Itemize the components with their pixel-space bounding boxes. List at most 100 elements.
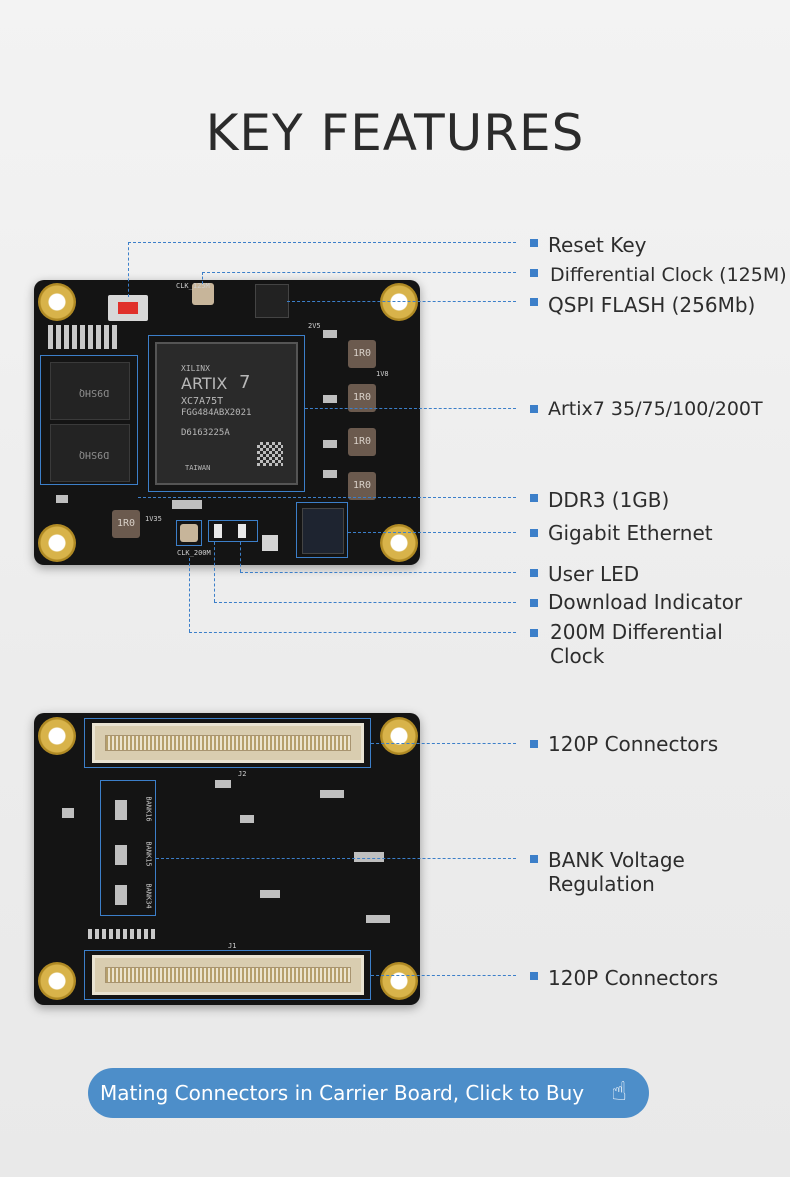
silk-label: 1V8 xyxy=(376,370,389,378)
feature-bullet xyxy=(530,972,538,980)
led-outline xyxy=(208,520,258,542)
feature-label-gigabit-ethernet: Gigabit Ethernet xyxy=(548,521,713,545)
connector-j2 xyxy=(92,723,364,763)
feature-label-user-led: User LED xyxy=(548,562,640,586)
qspi-flash-chip xyxy=(255,284,289,318)
smd-component xyxy=(323,470,337,478)
fpga-part: XC7A75T xyxy=(181,396,224,407)
leader-line xyxy=(240,542,241,572)
smd-component xyxy=(62,808,74,818)
user-led xyxy=(238,524,246,538)
leader-line xyxy=(371,975,516,976)
smd-component xyxy=(320,790,344,798)
feature-bullet xyxy=(530,529,538,537)
mounting-hole xyxy=(38,524,76,562)
feature-label-artix7: Artix7 35/75/100/200T xyxy=(548,398,763,420)
feature-bullet xyxy=(530,740,538,748)
qr-code xyxy=(257,442,283,466)
smd-component xyxy=(354,852,384,862)
silk-label: J1 xyxy=(228,942,237,950)
smd-component xyxy=(366,915,390,923)
fpga-family: ARTIX xyxy=(181,374,228,393)
fpga-lot: D6163225A xyxy=(181,428,230,438)
feature-label-reset-key: Reset Key xyxy=(548,233,647,257)
mounting-hole xyxy=(38,717,76,755)
power-inductor: 1R0 xyxy=(348,472,376,500)
connector-pins xyxy=(105,735,351,751)
smd-component xyxy=(323,330,337,338)
jumper-pads xyxy=(115,800,127,820)
fpga-outline xyxy=(148,335,305,492)
leader-line xyxy=(348,532,516,533)
silk-label: 2V5 xyxy=(308,322,321,330)
ddr-marking: D9SHQ xyxy=(79,449,110,460)
leader-line xyxy=(128,242,516,243)
feature-label-bank-voltage-regulation: BANK Voltage Regulation xyxy=(548,848,685,896)
leader-line xyxy=(138,497,516,498)
silk-label: BANK15 xyxy=(144,841,153,867)
feature-bullet xyxy=(530,269,538,277)
bank-regulator-outline xyxy=(100,780,156,916)
download-indicator-led xyxy=(214,524,222,538)
silk-label: 1V35 xyxy=(145,515,162,523)
clock-oscillator-200m xyxy=(180,524,198,542)
smd-crystal xyxy=(262,535,278,551)
smd-component xyxy=(56,495,68,503)
clock-200m-outline xyxy=(176,520,202,546)
feature-label-200m-clock: 200M Differential Clock xyxy=(550,620,723,668)
ddr3-chip: D9SHQ xyxy=(50,424,130,482)
connector-j1 xyxy=(92,955,364,995)
power-inductor: 1R0 xyxy=(348,428,376,456)
power-inductor: 1R0 xyxy=(348,384,376,412)
buy-mating-connectors-button[interactable]: Mating Connectors in Carrier Board, Clic… xyxy=(88,1068,649,1118)
feature-bullet xyxy=(530,494,538,502)
mounting-hole xyxy=(380,524,418,562)
silk-label: BANK16 xyxy=(144,796,153,822)
ddr3-chip: D9SHQ xyxy=(50,362,130,420)
jtag-pads xyxy=(48,325,118,349)
jumper-pads xyxy=(115,845,127,865)
jumper-pads xyxy=(115,885,127,905)
feature-bullet xyxy=(530,405,538,413)
feature-bullet xyxy=(530,298,538,306)
fpga-origin: TAIWAN xyxy=(185,464,211,472)
fpga-brand: XILINX xyxy=(181,364,210,373)
leader-line xyxy=(128,242,129,297)
feature-label-120p-connectors: 120P Connectors xyxy=(548,732,719,756)
silk-label: CLK_200M xyxy=(177,549,211,557)
cta-label: Mating Connectors in Carrier Board, Clic… xyxy=(100,1081,585,1105)
mounting-hole xyxy=(380,962,418,1000)
feature-bullet xyxy=(530,239,538,247)
feature-bullet xyxy=(530,629,538,637)
ethernet-phy-outline xyxy=(296,502,348,558)
feature-label-120p-connectors: 120P Connectors xyxy=(548,966,719,990)
silk-label: J2 xyxy=(238,770,247,778)
ddr3-outline xyxy=(40,355,138,485)
feature-bullet xyxy=(530,599,538,607)
ethernet-phy-chip xyxy=(302,508,344,554)
silk-label: CLK_125M xyxy=(176,282,210,290)
fpga-package: FGG484ABX2021 xyxy=(181,408,252,418)
artix7-fpga-chip: XILINX ARTIX 7 XC7A75T FGG484ABX2021 D61… xyxy=(155,342,298,485)
ddr-marking: D9SHQ xyxy=(79,387,110,398)
leader-line xyxy=(189,632,516,633)
leader-line xyxy=(214,542,215,602)
leader-line xyxy=(240,572,516,573)
feature-bullet xyxy=(530,569,538,577)
mounting-hole xyxy=(38,962,76,1000)
power-inductor: 1R0 xyxy=(112,510,140,538)
connector-pins xyxy=(105,967,351,983)
leader-line xyxy=(189,558,190,632)
page-title: KEY FEATURES xyxy=(205,104,585,162)
mounting-hole xyxy=(38,283,76,321)
smd-component xyxy=(240,815,254,823)
pointing-hand-icon: ☝ xyxy=(611,1077,627,1107)
leader-line xyxy=(287,301,516,302)
power-inductor: 1R0 xyxy=(348,340,376,368)
leader-line xyxy=(305,408,516,409)
smd-component xyxy=(260,890,280,898)
fpga-family-suffix: 7 xyxy=(239,372,251,393)
reset-key-component xyxy=(108,295,148,321)
mounting-hole xyxy=(380,283,418,321)
leader-line xyxy=(202,272,203,284)
